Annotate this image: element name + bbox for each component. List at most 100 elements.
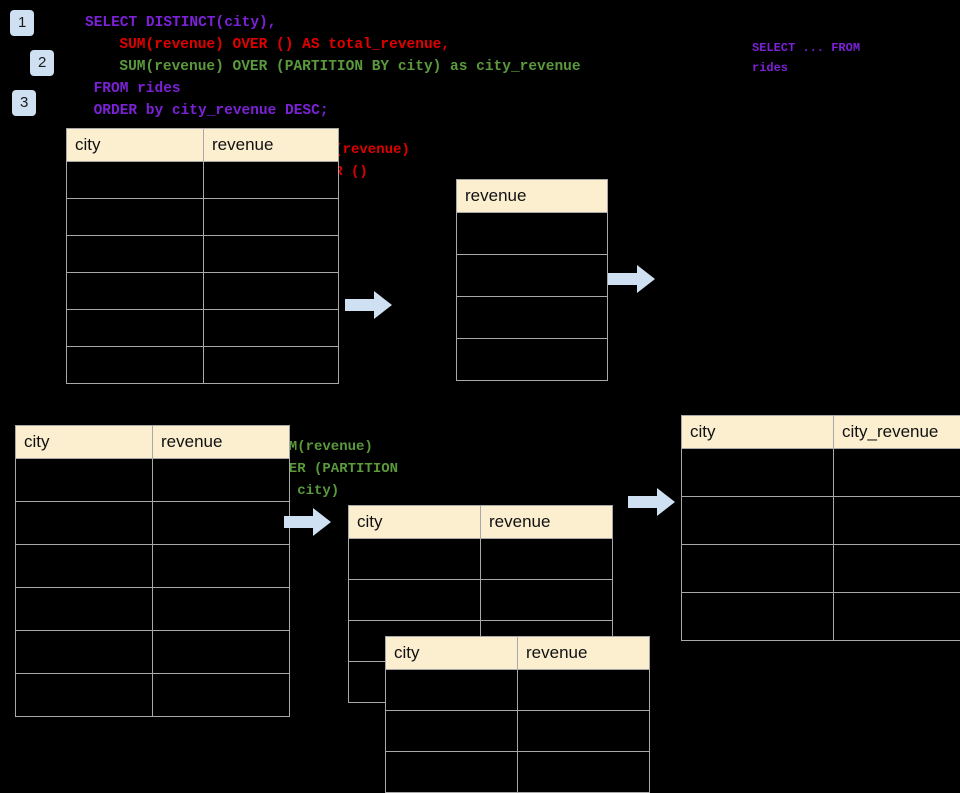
table-cell-city — [386, 670, 518, 711]
table-cell-city — [67, 199, 204, 236]
step-badge-2: 2 — [30, 50, 54, 76]
table-cell-city — [16, 545, 153, 588]
column-header-city_revenue: city_revenue — [834, 416, 960, 449]
select-from-rides-label: SELECT ... FROM rides — [752, 38, 860, 78]
table-row — [682, 593, 960, 641]
table-row — [682, 497, 960, 545]
table-row — [457, 339, 608, 381]
column-header-revenue: revenue — [204, 129, 339, 162]
table-cell-revenue — [153, 631, 290, 674]
table-cell-revenue — [457, 297, 608, 339]
table-row — [16, 588, 290, 631]
table-row — [67, 162, 339, 199]
total-revenue-table: revenue — [456, 179, 608, 381]
table-cell-city_revenue — [834, 497, 960, 545]
column-header-city: city — [386, 637, 518, 670]
table-row — [16, 459, 290, 502]
table-row — [16, 631, 290, 674]
table-cell-city — [349, 580, 481, 621]
table-cell-revenue — [204, 236, 339, 273]
table-cell-city_revenue — [834, 449, 960, 497]
table-cell-city — [682, 449, 834, 497]
table-row — [16, 502, 290, 545]
table-row — [386, 752, 650, 793]
table-cell-city — [67, 273, 204, 310]
table-cell-revenue — [457, 339, 608, 381]
table-cell-city — [682, 593, 834, 641]
step-badge-1: 1 — [10, 10, 34, 36]
table-cell-revenue — [481, 539, 613, 580]
table-cell-revenue — [481, 580, 613, 621]
table-cell-revenue — [457, 213, 608, 255]
table-cell-city — [386, 752, 518, 793]
table-cell-revenue — [204, 347, 339, 384]
table-cell-revenue — [153, 588, 290, 631]
table-cell-city — [67, 162, 204, 199]
table-row — [349, 580, 613, 621]
table-row — [386, 711, 650, 752]
arrow-partition-to-result — [628, 487, 676, 517]
table-cell-city — [16, 459, 153, 502]
column-header-city: city — [682, 416, 834, 449]
table-cell-city — [16, 631, 153, 674]
table-cell-revenue — [204, 273, 339, 310]
sql-line-5: ORDER by city_revenue DESC; — [85, 100, 581, 122]
table-cell-city — [386, 711, 518, 752]
sum-over-partition-label: SUM(revenue) OVER (PARTITION BY city) — [272, 436, 398, 502]
sql-line-2: SUM(revenue) OVER () AS total_revenue, — [85, 34, 581, 56]
table-row — [16, 674, 290, 717]
table-header-row: revenue — [457, 180, 608, 213]
table-cell-revenue — [518, 670, 650, 711]
table-row — [457, 213, 608, 255]
table-cell-revenue — [204, 199, 339, 236]
column-header-revenue: revenue — [153, 426, 290, 459]
column-header-revenue: revenue — [481, 506, 613, 539]
step-badge-3: 3 — [12, 90, 36, 116]
table-cell-city — [349, 539, 481, 580]
table-cell-revenue — [153, 674, 290, 717]
column-header-city: city — [16, 426, 153, 459]
table-row — [457, 297, 608, 339]
table-row — [67, 347, 339, 384]
table-cell-city — [16, 674, 153, 717]
table-cell-revenue — [518, 752, 650, 793]
sql-query-block: SELECT DISTINCT(city),SUM(revenue) OVER … — [85, 12, 581, 122]
column-header-city: city — [67, 129, 204, 162]
table-cell-revenue — [153, 459, 290, 502]
table-row — [457, 255, 608, 297]
table-cell-revenue — [204, 162, 339, 199]
table-cell-revenue — [153, 545, 290, 588]
sql-line-3: SUM(revenue) OVER (PARTITION BY city) as… — [85, 56, 581, 78]
sql-line-4: FROM rides — [85, 78, 581, 100]
table-row — [67, 273, 339, 310]
table-cell-city_revenue — [834, 593, 960, 641]
sql-line-1: SELECT DISTINCT(city), — [85, 12, 581, 34]
table-row — [682, 449, 960, 497]
table-cell-city — [682, 497, 834, 545]
table-row — [67, 199, 339, 236]
arrow-source-to-partition — [284, 507, 332, 537]
column-header-revenue: revenue — [518, 637, 650, 670]
table-cell-city — [67, 236, 204, 273]
table-cell-city_revenue — [834, 545, 960, 593]
table-cell-revenue — [153, 502, 290, 545]
table-cell-city — [682, 545, 834, 593]
table-row — [682, 545, 960, 593]
table-cell-city — [67, 347, 204, 384]
table-cell-city — [16, 502, 153, 545]
column-header-city: city — [349, 506, 481, 539]
arrow-total-to-result — [608, 264, 656, 294]
table-cell-revenue — [457, 255, 608, 297]
table-row — [67, 236, 339, 273]
table-row — [386, 670, 650, 711]
arrow-source-to-total — [345, 290, 393, 320]
column-header-revenue: revenue — [457, 180, 608, 213]
table-cell-city — [67, 310, 204, 347]
